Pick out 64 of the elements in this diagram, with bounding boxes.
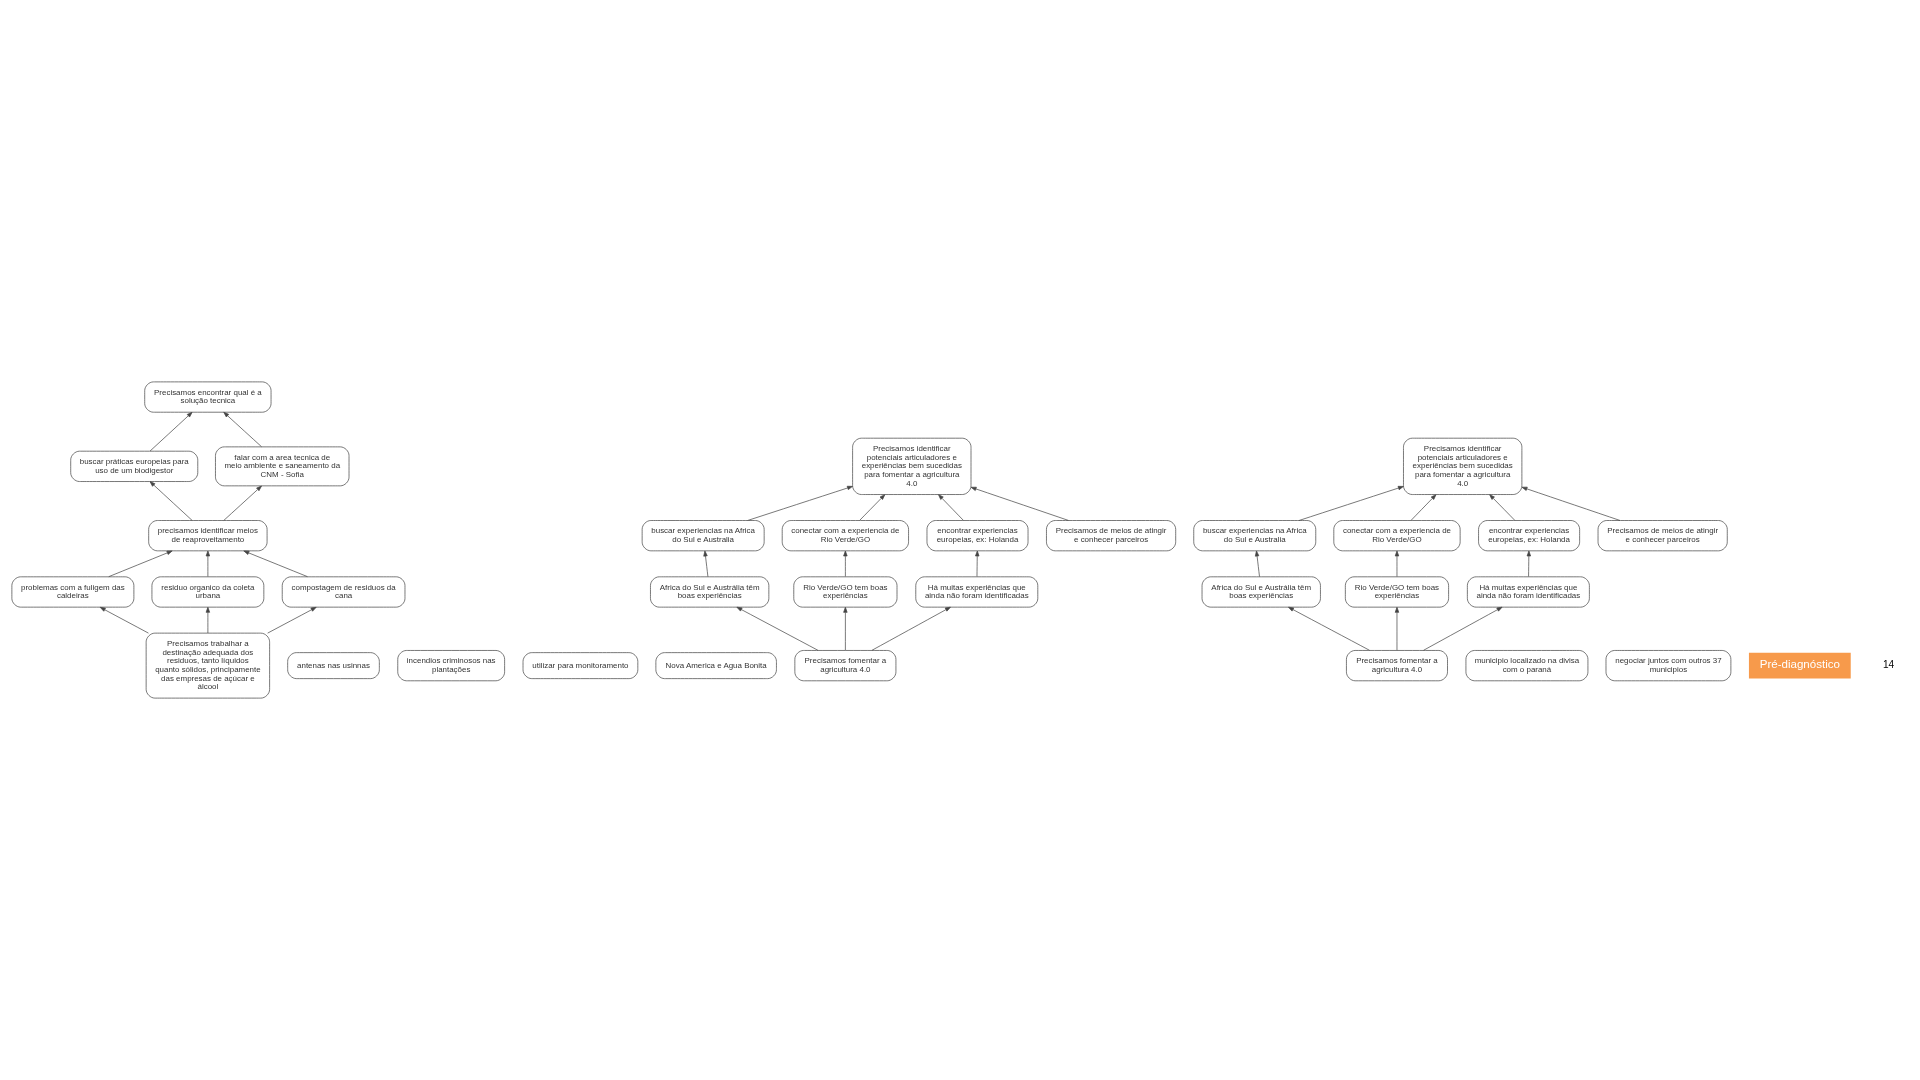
node-box: conectar com a experiencia de Rio Verde/GO <box>1333 520 1461 552</box>
arrow <box>843 606 848 651</box>
node-box: Africa do Sul e Austrália têm boas experiências <box>1201 576 1321 608</box>
node-box: Precisamos fomentar a agricultura 4.0 <box>794 650 897 682</box>
arrow <box>1410 494 1437 521</box>
label: Pré-diagnóstico <box>1759 658 1840 671</box>
arrow <box>871 606 951 651</box>
node-box: buscar experiencias na Africa do Sul e Australia <box>641 520 765 552</box>
arrow <box>970 486 1069 521</box>
arrow <box>1489 494 1516 521</box>
arrow <box>703 550 709 577</box>
node-box: Africa do Sul e Austrália têm boas experiências <box>650 576 770 608</box>
node-box: antenas nas usinnas <box>287 652 380 679</box>
node-box: Há muitas experiências que ainda não foram identificadas <box>1467 576 1590 608</box>
node-box: Precisamos de meios de atingir e conhecer parceiros <box>1597 520 1728 552</box>
arrow <box>938 494 964 521</box>
arrow <box>149 411 193 452</box>
node-box: Precisamos identificar potenciais articuladores e experiências bem sucedidas para fomentar a agricultura 4.0 <box>852 437 972 495</box>
arrow <box>223 411 262 448</box>
node-box: buscar práticas europeias para uso de um biodigestor <box>70 450 199 482</box>
node-box: Precisamos identificar potenciais articuladores e experiências bem sucedidas para fomentar a agricultura 4.0 <box>1403 437 1523 495</box>
arrow <box>267 606 317 634</box>
node-box: Rio Verde/GO tem boas experiências <box>1345 576 1449 608</box>
node-box: Há muitas experiências que ainda não foram identificadas <box>915 576 1039 608</box>
arrow <box>205 606 210 634</box>
node-box: municipio localizado na divisa com o paraná <box>1465 650 1589 682</box>
node-box: Precisamos de meios de atingir e conhecer parceiros <box>1046 520 1177 552</box>
node-box: incendios criminosos nas plantações <box>397 650 505 682</box>
arrow <box>205 550 210 577</box>
arrow <box>99 606 149 634</box>
node-box: falar com a area tecnica de meio ambiente e saneamento da CNM - Sofia <box>215 446 350 487</box>
arrow <box>1394 606 1400 651</box>
node-box: Precisamos trabalhar a destinação adequada dos residuos, tanto líquidos quanto sólidos, principamente das empresas de açúcar e álcool <box>145 632 270 699</box>
node-box: Nova America e Agua Bonita <box>655 652 777 679</box>
node-box: encontrar experiencias europeias, ex: Holanda <box>1478 520 1580 552</box>
arrow <box>859 494 886 521</box>
node-box: compostagem de residuos da cana <box>281 576 406 608</box>
node-box: residuo organico da coleta urbana <box>151 576 265 608</box>
arrow <box>243 550 308 578</box>
arrow <box>108 550 173 578</box>
arrow <box>1526 550 1531 577</box>
arrow <box>1288 606 1370 651</box>
label: 14 <box>1883 659 1895 671</box>
node-box: negociar juntos com outros 37 municipios <box>1605 650 1732 682</box>
arrow <box>1521 486 1621 521</box>
node-box: Rio Verde/GO tem boas experiências <box>793 576 898 608</box>
node-box: Precisamos encontrar qual é a solução tecnica <box>144 381 272 413</box>
arrow <box>843 550 848 577</box>
node-box: encontrar experiencias europeias, ex: Holanda <box>926 520 1029 552</box>
node-box: utilizar para monitoramento <box>522 652 639 679</box>
node-box: buscar experiencias na Africa do Sul e Australia <box>1193 520 1317 552</box>
arrow <box>1298 485 1404 521</box>
arrow <box>223 485 262 521</box>
arrow <box>1423 606 1503 651</box>
arrow <box>1394 550 1400 577</box>
node-box: Precisamos fomentar a agricultura 4.0 <box>1346 650 1448 682</box>
arrow <box>1254 550 1260 577</box>
arrow <box>149 481 193 521</box>
node-box: precisamos identificar meios de reaproveitamento <box>148 520 268 552</box>
arrow <box>736 606 819 651</box>
node-box: problemas com a fuligem das caldeiras <box>11 576 135 608</box>
node-box: conectar com a experiencia de Rio Verde/GO <box>781 520 909 552</box>
arrow <box>975 550 980 577</box>
arrow <box>747 485 853 521</box>
